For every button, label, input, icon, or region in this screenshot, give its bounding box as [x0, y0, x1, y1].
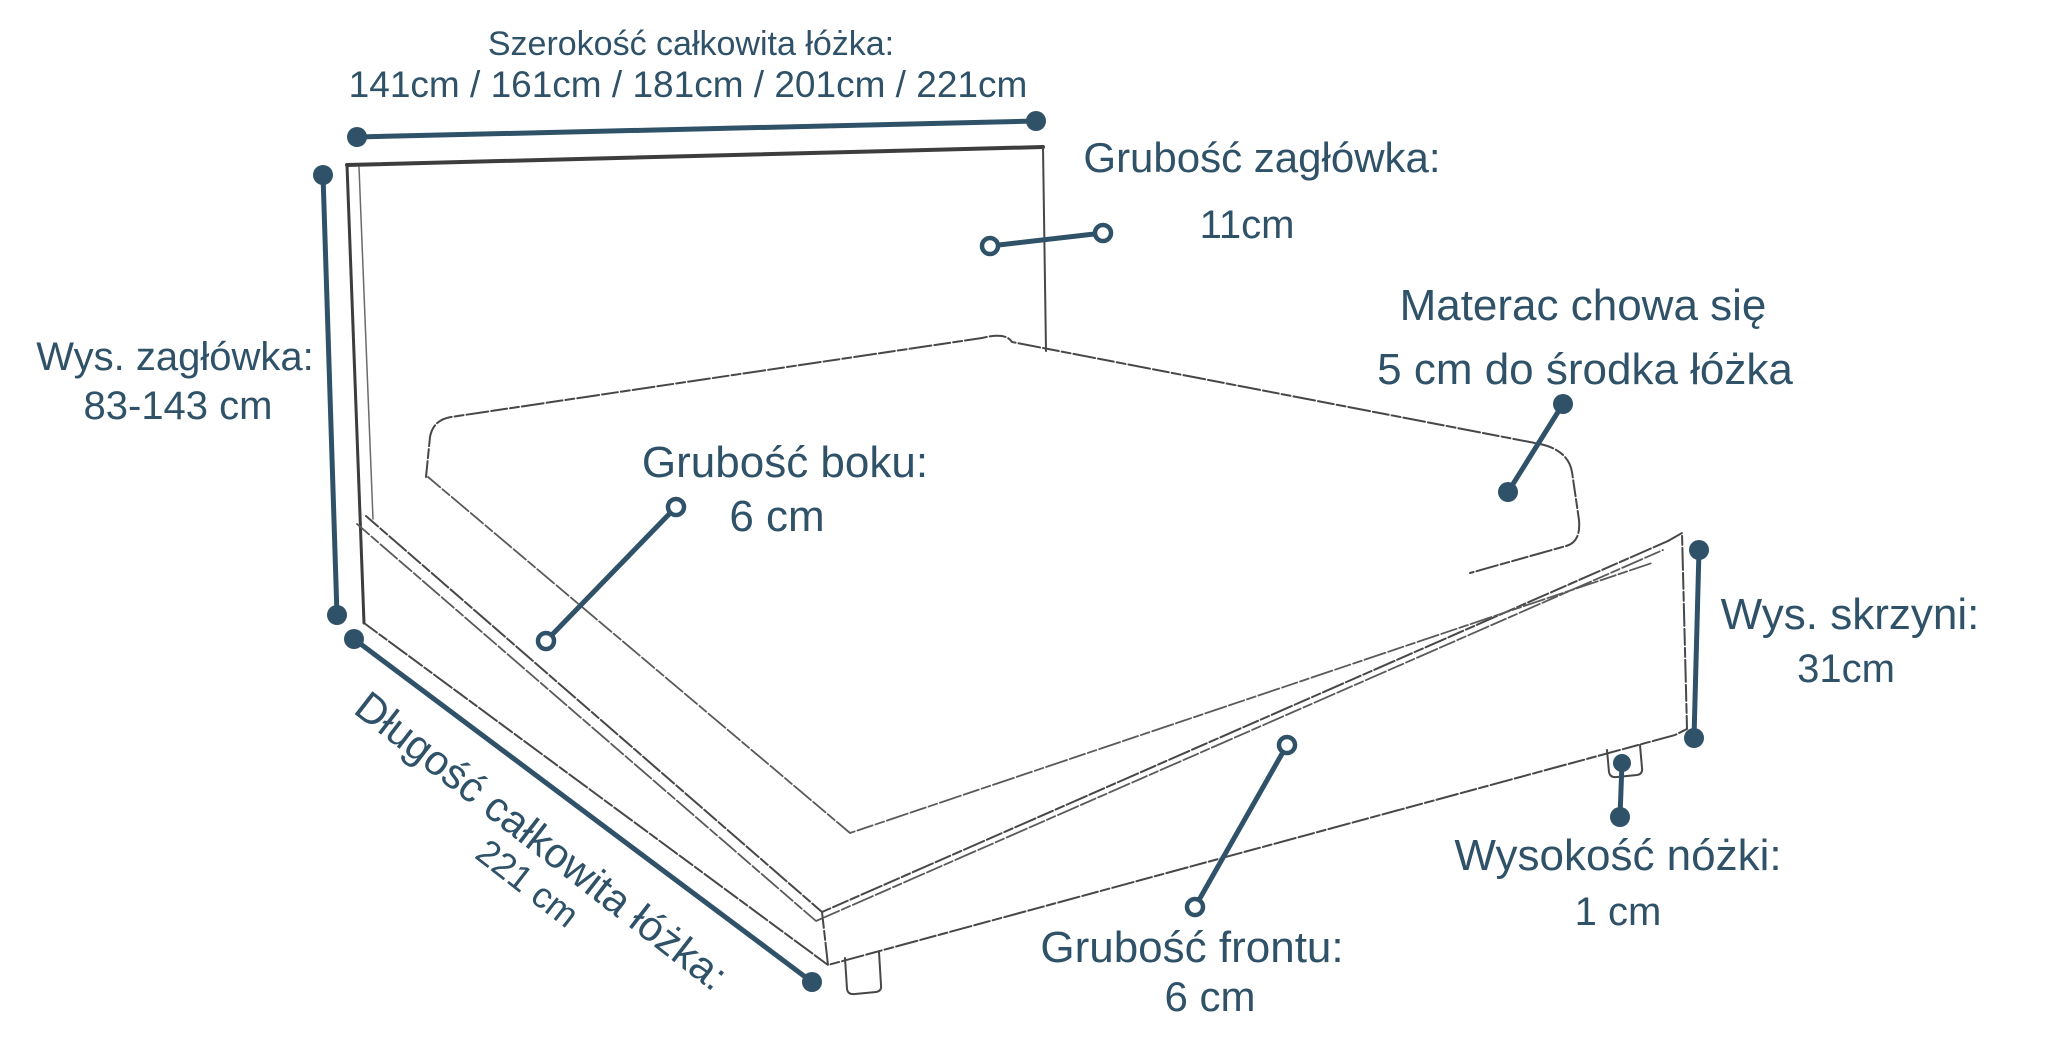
dimension-line — [354, 118, 1039, 140]
annotation-value: 141cm / 161cm / 181cm / 201cm / 221cm — [349, 64, 1028, 105]
annotation-headboard-height: Wys. zagłówka: 83-143 cm — [36, 165, 347, 625]
annotation-box-height: Wys. skrzyni: 31cm — [1684, 540, 1979, 748]
box-right-end-face — [1667, 532, 1688, 736]
rim-inner-edge — [427, 476, 1653, 834]
dimension-line — [1691, 547, 1702, 741]
leader-line — [1505, 401, 1566, 495]
annotation-label: Wys. skrzyni: — [1721, 590, 1980, 639]
annotation-mattress-note: Materac chowa się 5 cm do środka łóżka — [1377, 281, 1793, 502]
leader-endpoint-dot — [1498, 482, 1518, 502]
mattress-edge — [425, 334, 1581, 574]
headboard-outline — [345, 145, 1047, 625]
leader-endpoint-ring — [979, 235, 1001, 257]
annotation-value: 11cm — [1200, 203, 1295, 247]
dimension-endpoint-dot — [347, 127, 367, 147]
annotation-value: 6 cm — [1164, 973, 1255, 1020]
annotation-label-line2: 5 cm do środka łóżka — [1377, 345, 1793, 394]
leader-endpoint-dot — [1613, 754, 1631, 772]
annotation-label: Wys. zagłówka: — [36, 335, 314, 379]
annotation-total-width: Szerokość całkowita łóżka: 141cm / 161cm… — [347, 25, 1046, 147]
annotation-value: 31cm — [1797, 647, 1895, 691]
leader-line — [1192, 742, 1290, 910]
annotation-total-length: Długość całkowita łóżka: 221 cm — [344, 629, 822, 1000]
annotation-headboard-thickness: Grubość zagłówka: 11cm — [979, 134, 1441, 257]
dimension-endpoint-dot — [327, 605, 347, 625]
annotation-label-line1: Materac chowa się — [1400, 281, 1767, 330]
annotation-side-thickness: Grubość boku: 6 cm — [535, 438, 928, 652]
dimension-endpoint-dot — [1689, 540, 1709, 560]
storage-box-outline — [363, 532, 1688, 966]
dimension-endpoint-dot — [1026, 111, 1046, 131]
leader-line — [543, 504, 679, 644]
annotation-label: Długość całkowita łóżka: — [346, 682, 736, 1000]
dimension-line — [320, 172, 340, 618]
rim-outer-edge-double — [356, 523, 1664, 922]
annotation-value: 6 cm — [729, 492, 824, 541]
bed-sketch — [345, 145, 1688, 996]
headboard-left-inner-edge — [358, 166, 374, 520]
leader-endpoint-dot — [1553, 394, 1573, 414]
annotation-label: Wysokość nóżki: — [1454, 831, 1781, 880]
annotation-label: Grubość boku: — [642, 438, 928, 487]
left-leg — [844, 951, 883, 996]
dimension-endpoint-dot — [313, 165, 333, 185]
headboard-top-edge — [345, 145, 1045, 167]
leader-endpoint-ring — [1184, 896, 1206, 918]
box-front-left-corner-edge — [821, 911, 829, 966]
annotation-label: Grubość zagłówka: — [1083, 134, 1440, 181]
right-leg — [1606, 744, 1644, 779]
leader-endpoint-ring — [535, 630, 557, 652]
leader-endpoint-ring — [1276, 734, 1298, 756]
dimension-endpoint-dot — [1684, 728, 1704, 748]
annotation-label: Szerokość całkowita łóżka: — [488, 25, 894, 63]
headboard-right-edge — [1042, 146, 1047, 352]
leader-endpoint-ring — [665, 496, 687, 518]
annotation-label: Grubość frontu: — [1040, 923, 1343, 972]
leader-line — [987, 230, 1106, 249]
leader-endpoint-ring — [1092, 222, 1114, 244]
dimension-line — [351, 636, 815, 985]
mattress-outline — [425, 334, 1581, 574]
annotation-front-thickness: Grubość frontu: 6 cm — [1040, 734, 1344, 1020]
dimension-endpoint-dot — [344, 629, 364, 649]
headboard-left-edge — [345, 163, 366, 625]
dimension-endpoint-dot — [802, 972, 822, 992]
leader-endpoint-dot — [1610, 807, 1630, 827]
annotation-value: 1 cm — [1575, 890, 1662, 934]
annotation-value: 83-143 cm — [84, 384, 273, 428]
annotation-leg-height: Wysokość nóżki: 1 cm — [1454, 754, 1782, 934]
